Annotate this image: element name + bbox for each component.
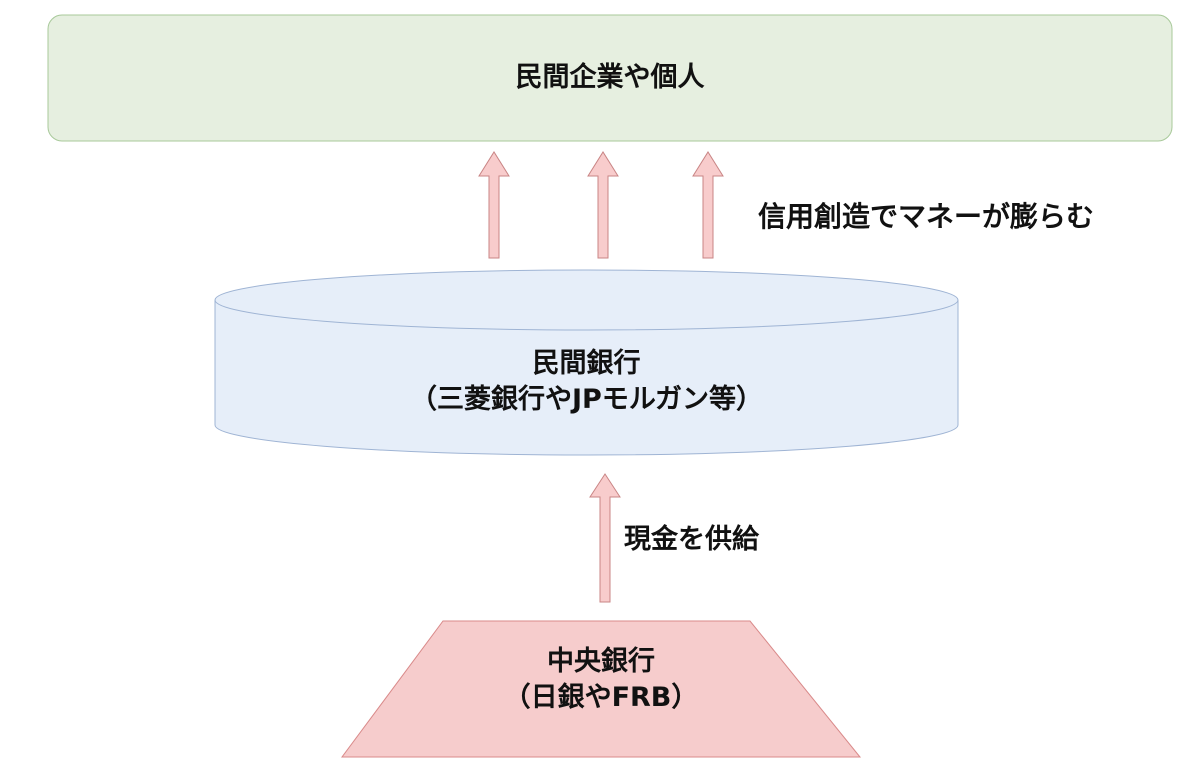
private-banks-title: 民間銀行 — [532, 348, 641, 379]
private-banks-cylinder — [214, 269, 959, 456]
credit-creation-label: 信用創造でマネーが膨らむ — [758, 200, 1095, 233]
central-bank-label: 中央銀行 （日銀やFRB） — [342, 644, 860, 716]
central-bank-title: 中央銀行 — [547, 646, 655, 677]
central-bank-trapezoid — [341, 620, 862, 758]
up-arrow-1 — [478, 151, 510, 259]
up-arrow-2 — [587, 151, 619, 259]
private-banks-examples: （三菱銀行やJPモルガン等） — [409, 384, 764, 415]
up-arrow-3 — [692, 151, 724, 259]
private-sector-box — [47, 14, 1173, 142]
credit-arrows — [478, 151, 724, 259]
central-bank-examples: （日銀やFRB） — [503, 682, 699, 713]
cash-supply-label: 現金を供給 — [624, 524, 759, 555]
private-sector-label: 民間企業や個人 — [515, 62, 705, 93]
private-banks-label: 民間銀行 （三菱銀行やJPモルガン等） — [215, 346, 958, 418]
cash-supply-arrow — [589, 473, 621, 603]
